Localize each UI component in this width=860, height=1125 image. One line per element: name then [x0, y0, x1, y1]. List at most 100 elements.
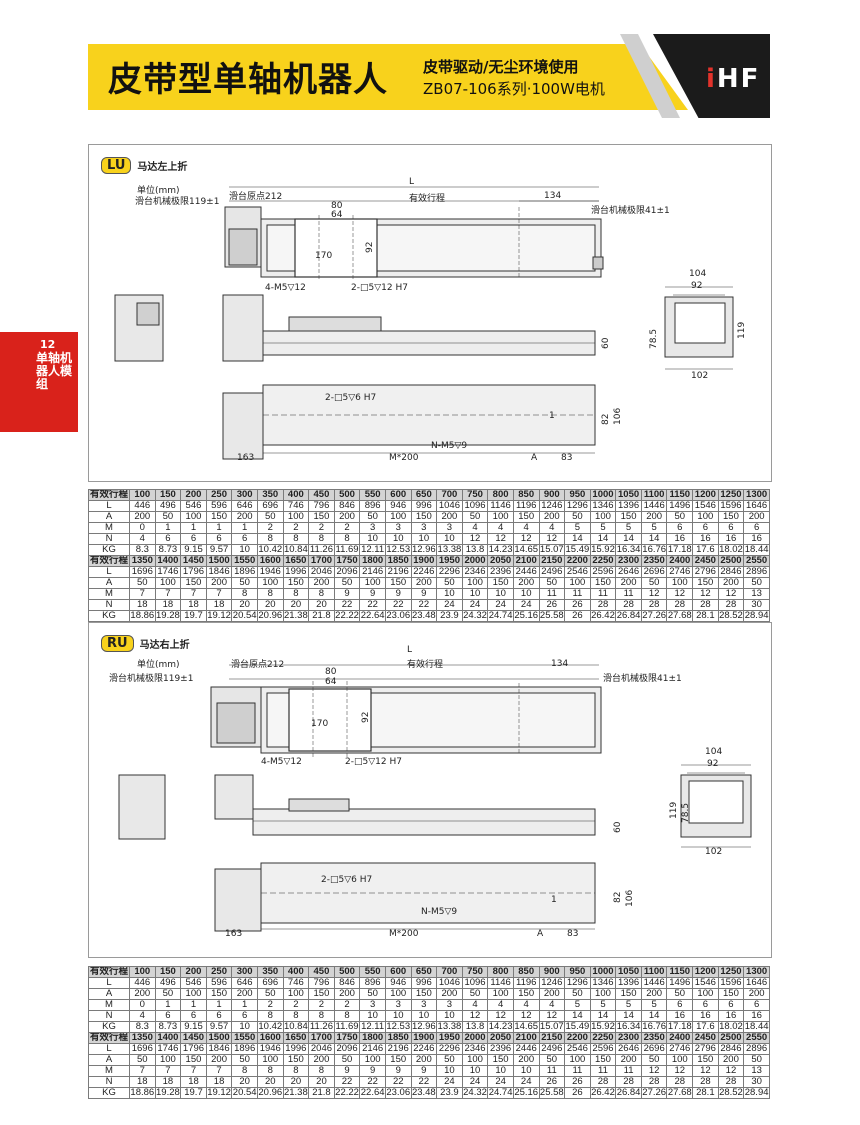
table-cell: 28	[589, 1076, 617, 1088]
table-cell: 15.49	[564, 544, 591, 556]
table-cell: 1200	[692, 489, 719, 501]
table-cell: 22	[359, 1076, 386, 1088]
table-cell: 200	[333, 511, 361, 523]
table-cell: 2	[308, 522, 335, 534]
table-cell: 22.64	[359, 610, 386, 622]
table-cell: 20.54	[231, 610, 258, 622]
table-cell: 2200	[564, 555, 591, 567]
table-cell: 1650	[282, 1032, 310, 1044]
table-cell: 26	[564, 1076, 591, 1088]
table-cell: 15.49	[564, 1021, 591, 1033]
table-cell: 10	[487, 1065, 514, 1077]
dim-80: 80	[325, 667, 337, 677]
table-cell: 6	[205, 533, 233, 545]
table-cell: 11	[589, 588, 617, 600]
table-cell: 10	[384, 533, 412, 545]
chapter-title: 单轴机器人模组	[36, 351, 73, 391]
table-cell: 1696	[129, 566, 156, 578]
table-cell: 200	[180, 489, 207, 501]
table-cell: 1000	[589, 489, 617, 501]
table-cell: 150	[487, 577, 514, 589]
table-cell: 28.1	[692, 610, 719, 622]
table-cell: 150	[410, 988, 438, 1000]
table-cell: 10	[410, 533, 438, 545]
table-cell: 1100	[640, 966, 668, 978]
table-cell: 4	[538, 522, 566, 534]
table-cell: 18.44	[743, 544, 770, 556]
table-cell: 2050	[487, 1032, 514, 1044]
page-subtitle-series: ZB07-106系列·100W电机	[423, 80, 605, 98]
table-cell: 900	[538, 966, 566, 978]
table-cell: 2896	[743, 566, 770, 578]
table-cell: 7	[205, 1065, 233, 1077]
table-cell: 16	[692, 533, 719, 545]
table-cell: 8	[256, 1065, 284, 1077]
table-cell: 4	[487, 999, 514, 1011]
row-label: 有效行程	[88, 1032, 130, 1044]
table-cell: 8	[333, 1010, 361, 1022]
table-cell: 15.92	[589, 1021, 617, 1033]
table-cell: 150	[692, 577, 719, 589]
table-cell: 28	[615, 1076, 642, 1088]
table-cell: 14.23	[487, 544, 514, 556]
table-cell: 22.22	[333, 610, 361, 622]
table-cell: 100	[282, 511, 310, 523]
table-cell: 2500	[717, 1032, 745, 1044]
table-cell: 150	[282, 577, 310, 589]
table-cell: 6	[692, 999, 719, 1011]
table-cell: 2046	[308, 1043, 335, 1055]
table-cell: 2350	[640, 555, 668, 567]
table-cell: 7	[180, 588, 207, 600]
table-cell: 28	[692, 1076, 719, 1088]
table-cell: 2746	[666, 566, 694, 578]
table-cell: 28	[717, 1076, 745, 1088]
dim-64: 64	[331, 210, 343, 220]
table-cell: 100	[282, 988, 310, 1000]
table-cell: 27.68	[666, 1087, 694, 1099]
table-cell: 846	[333, 500, 361, 512]
table-cell: 11	[564, 588, 591, 600]
table-cell: 4	[129, 1010, 156, 1022]
table-cell: 3	[436, 522, 463, 534]
table-cell: 1346	[589, 500, 617, 512]
table-cell: 1050	[615, 489, 642, 501]
dim-60: 60	[601, 337, 611, 349]
table-cell: 150	[282, 1054, 310, 1066]
table-cell: 8.3	[129, 1021, 156, 1033]
table-cell: 18	[205, 1076, 233, 1088]
table-cell: 5	[564, 999, 591, 1011]
dim-limit-left: 滑台机械极限119±1	[135, 197, 220, 207]
table-cell: 28	[692, 599, 719, 611]
table-cell: 200	[231, 988, 258, 1000]
table-cell: 23.06	[384, 610, 412, 622]
table-cell: 6	[154, 533, 182, 545]
table-cell: 25.16	[512, 610, 540, 622]
table-cell: 1096	[461, 500, 489, 512]
table-cell: 3	[384, 522, 412, 534]
table-cell: 12.96	[410, 1021, 438, 1033]
drawing-panel-ru: RU 马达右上折 单位(mm) 滑台机械极限119±1 滑台原点212 L 有效…	[88, 622, 772, 958]
table-cell: 2546	[564, 1043, 591, 1055]
table-cell: 200	[743, 988, 770, 1000]
dim-119: 119	[737, 321, 747, 339]
table-cell: 450	[308, 966, 335, 978]
table-cell: 24	[436, 1076, 463, 1088]
table-cell: 200	[205, 1054, 233, 1066]
table-cell: 5	[640, 999, 668, 1011]
table-cell: 200	[333, 988, 361, 1000]
table-cell: 18	[129, 1076, 156, 1088]
table-cell: 200	[512, 577, 540, 589]
dim-1: 1	[549, 411, 555, 421]
table-cell: 50	[461, 511, 489, 523]
table-cell: 796	[308, 977, 335, 989]
table-cell: 2150	[538, 1032, 566, 1044]
table-cell: 50	[564, 511, 591, 523]
table-cell: 150	[154, 966, 182, 978]
table-cell: 250	[205, 966, 233, 978]
table-cell: 1296	[564, 977, 591, 989]
table-cell: 2346	[461, 566, 489, 578]
